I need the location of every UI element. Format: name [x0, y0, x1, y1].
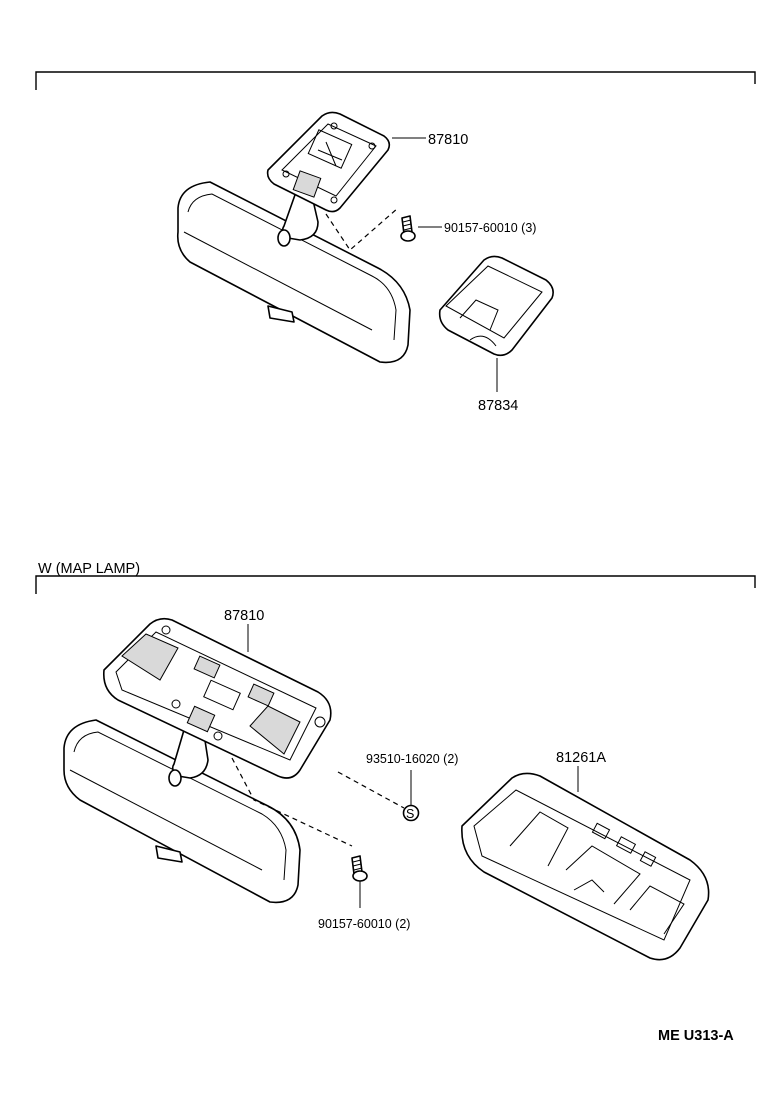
clip-s: S — [402, 804, 420, 822]
bottom-section: W (MAP LAMP) — [35, 561, 756, 961]
label-81261a: 81261A — [556, 750, 606, 766]
lamp-cover-bottom — [102, 617, 332, 779]
top-section-frame — [35, 71, 756, 90]
lamp-housing-81261a — [461, 772, 710, 961]
clip-symbol: S — [406, 807, 414, 821]
dashed-guide-clip — [337, 771, 405, 809]
section-header-map-lamp: W (MAP LAMP) — [38, 561, 140, 577]
top-section: 87810 90157-60010 (3) 87834 — [35, 71, 756, 414]
mirror-body-bottom — [63, 719, 301, 904]
lamp-cover-top — [266, 111, 391, 213]
mirror-body-top — [176, 181, 411, 364]
diagram-code: ME U313-A — [658, 1028, 734, 1044]
label-screw-bottom: 90157-60010 (2) — [318, 917, 410, 931]
label-clip: 93510-16020 (2) — [366, 752, 458, 766]
lamp-lens-top — [438, 255, 554, 357]
mount-arm-top — [277, 191, 319, 247]
screw-top — [400, 215, 416, 242]
bottom-section-frame — [35, 575, 756, 594]
dashed-guide-screw — [231, 757, 353, 847]
mount-arm-bottom — [168, 729, 209, 787]
label-87810-top: 87810 — [428, 132, 468, 148]
label-87834: 87834 — [478, 398, 518, 414]
dashed-guide-top — [325, 207, 399, 251]
label-87810-bottom: 87810 — [224, 608, 264, 624]
label-screw-top: 90157-60010 (3) — [444, 221, 536, 235]
screw-bottom — [351, 855, 368, 882]
